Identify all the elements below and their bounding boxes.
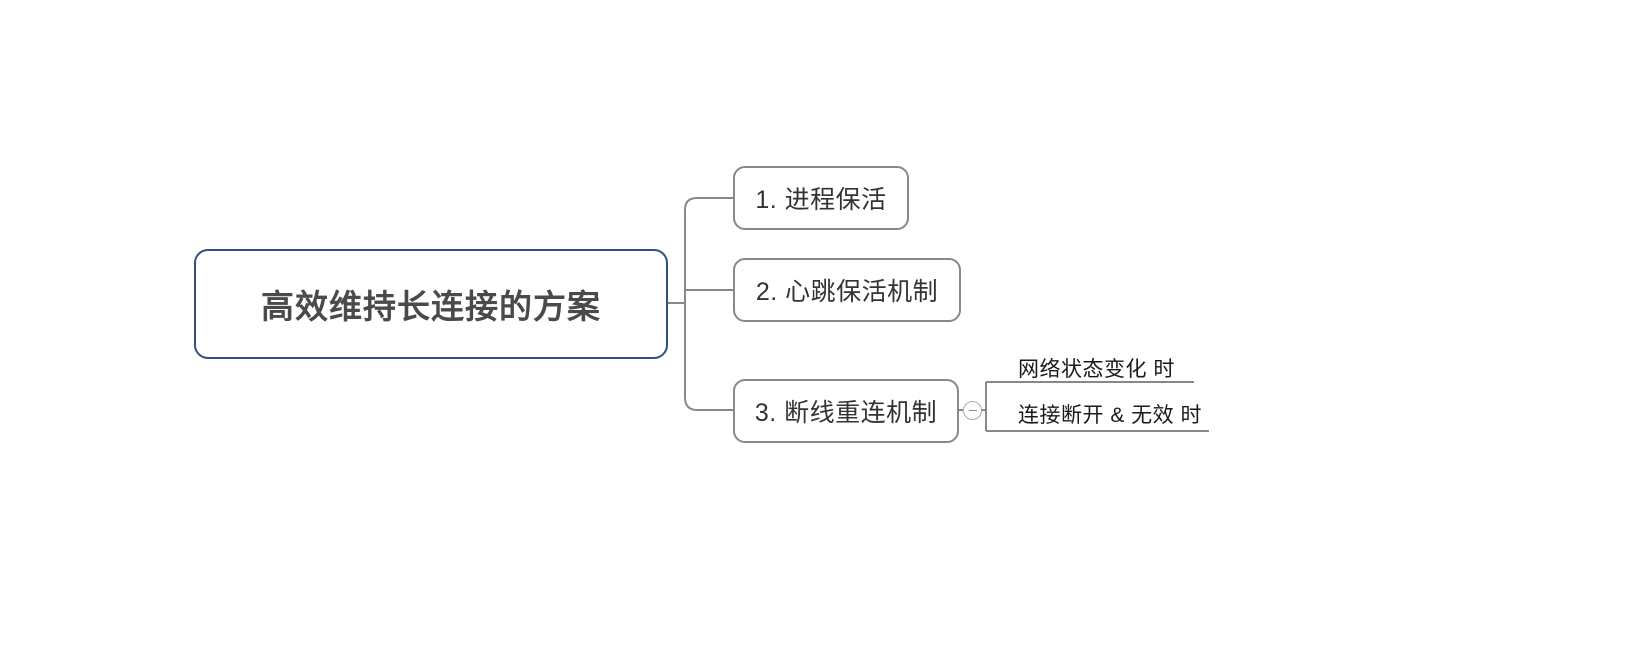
- edge-to-child-3: [684, 396, 733, 411]
- root-node-label: 高效维持长连接的方案: [261, 288, 601, 325]
- minus-icon-bar: [968, 410, 977, 411]
- leaf-node-2-label: 连接断开 & 无效 时: [1018, 404, 1203, 427]
- child-node-2[interactable]: 2. 心跳保活机制: [733, 258, 961, 322]
- edge-to-child-1: [684, 197, 733, 211]
- child-node-3-label: 3. 断线重连机制: [754, 399, 938, 427]
- child-node-1-label: 1. 进程保活: [755, 186, 887, 214]
- root-node[interactable]: 高效维持长连接的方案: [194, 249, 668, 359]
- child-node-1[interactable]: 1. 进程保活: [733, 166, 909, 230]
- leaf-node-1-label: 网络状态变化 时: [1018, 358, 1175, 381]
- leaf-node-1[interactable]: 网络状态变化 时: [1018, 353, 1175, 383]
- child-node-3[interactable]: 3. 断线重连机制: [733, 379, 959, 443]
- child-node-2-label: 2. 心跳保活机制: [755, 278, 939, 306]
- minus-icon[interactable]: [963, 401, 982, 420]
- leaf-node-2[interactable]: 连接断开 & 无效 时: [1018, 399, 1202, 429]
